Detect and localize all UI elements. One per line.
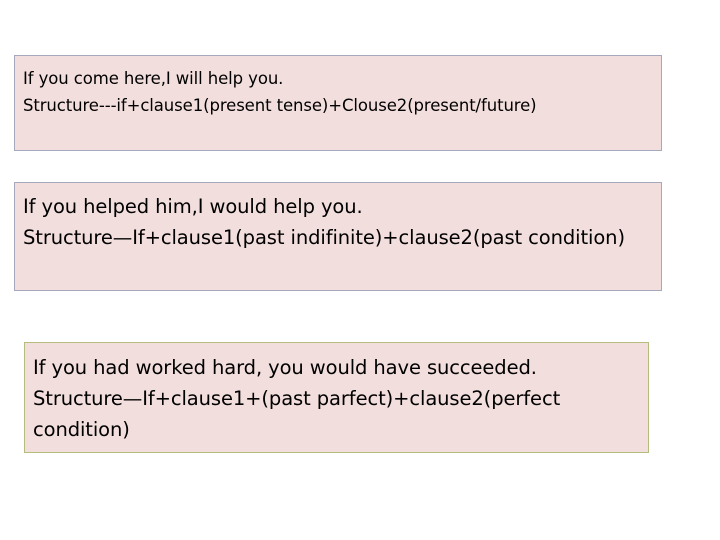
conditional-type-3-textbox[interactable]: If you had worked hard, you would have s… — [24, 342, 649, 453]
conditional-type-1-textbox[interactable]: If you come here,I will help you. Struct… — [14, 55, 662, 151]
conditional-type-1-example-line: If you come here,I will help you. — [23, 69, 284, 88]
conditional-type-2-textbox[interactable]: If you helped him,I would help you. Stru… — [14, 182, 662, 291]
conditional-type-2-structure-line: Structure—If+clause1(past indifinite)+cl… — [23, 226, 625, 249]
conditional-type-1-structure-line: Structure---if+clause1(present tense)+Cl… — [23, 96, 537, 115]
conditional-type-2-example-line: If you helped him,I would help you. — [23, 195, 363, 218]
conditional-type-3-structure-line: Structure—If+clause1+(past parfect)+clau… — [33, 387, 567, 441]
conditional-type-3-example-line: If you had worked hard, you would have s… — [33, 356, 537, 379]
